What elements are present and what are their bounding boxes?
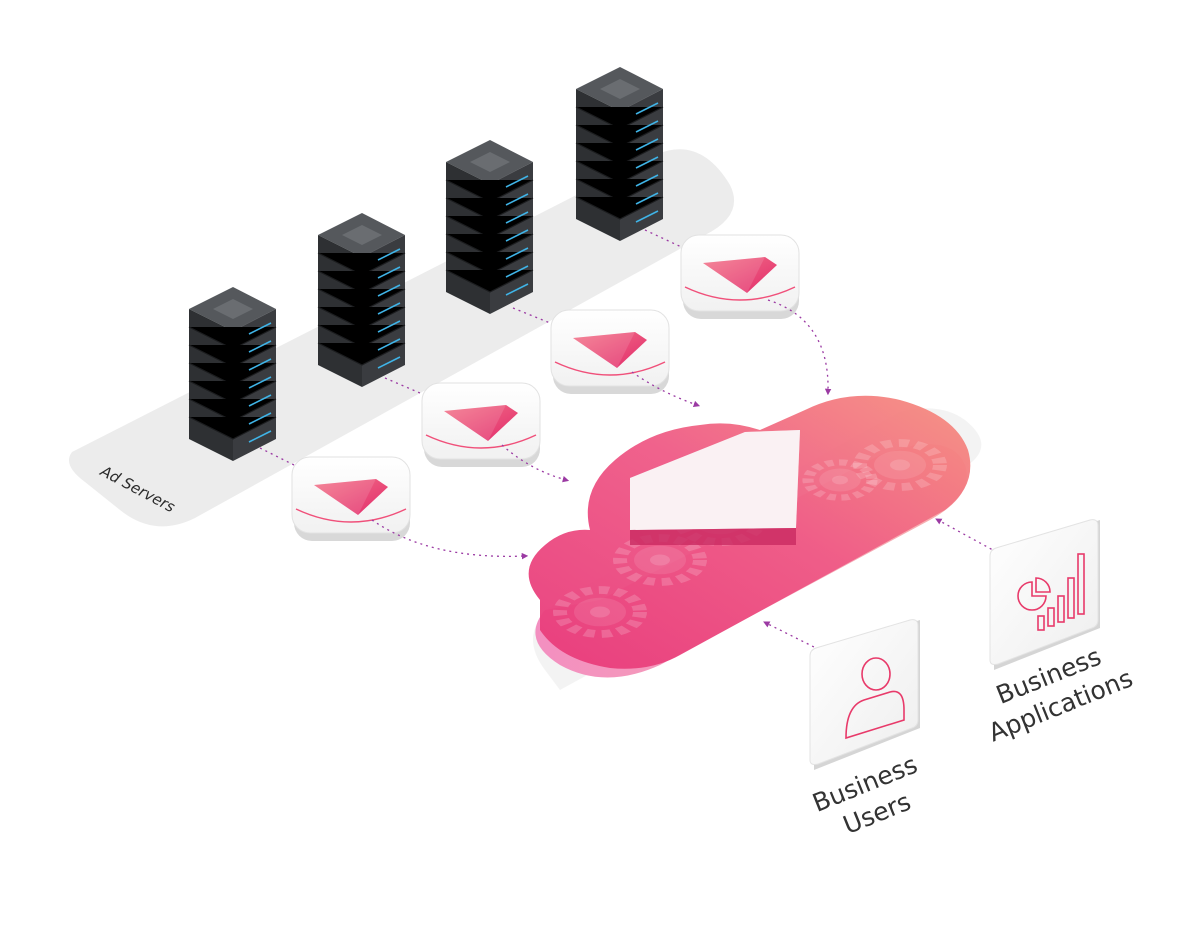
server-rack-4 bbox=[575, 67, 664, 241]
gem-connector-icon bbox=[573, 332, 647, 368]
server-rack-icon bbox=[445, 140, 534, 314]
server-rack-1 bbox=[188, 287, 277, 461]
platform-arrows bbox=[371, 299, 1003, 656]
business-applications-card bbox=[989, 519, 1100, 670]
gem-connector-icon bbox=[314, 479, 388, 515]
connector-tile-4 bbox=[680, 234, 800, 319]
connector-tile-2 bbox=[421, 382, 541, 467]
connector-tile-3 bbox=[550, 309, 670, 394]
cloud-platform-icon bbox=[528, 395, 982, 690]
arrow-tile-2 bbox=[501, 444, 570, 483]
gem-connector-icon bbox=[444, 405, 518, 441]
server-rack-icon bbox=[188, 287, 277, 461]
user-icon bbox=[845, 657, 905, 740]
connector-tile-1 bbox=[291, 456, 411, 541]
server-rack-2 bbox=[317, 213, 406, 387]
arrow-tile-3 bbox=[631, 371, 701, 407]
arrow-tile-1 bbox=[371, 519, 529, 560]
arrow-applications bbox=[935, 518, 1003, 556]
server-rack-3 bbox=[445, 140, 534, 314]
arrow-tile-4 bbox=[767, 299, 832, 396]
server-rack-icon bbox=[317, 213, 406, 387]
gem-connector-icon bbox=[703, 257, 777, 293]
server-rack-icon bbox=[575, 67, 664, 241]
business-users-card bbox=[809, 619, 920, 770]
chart-icon bbox=[1017, 553, 1085, 631]
